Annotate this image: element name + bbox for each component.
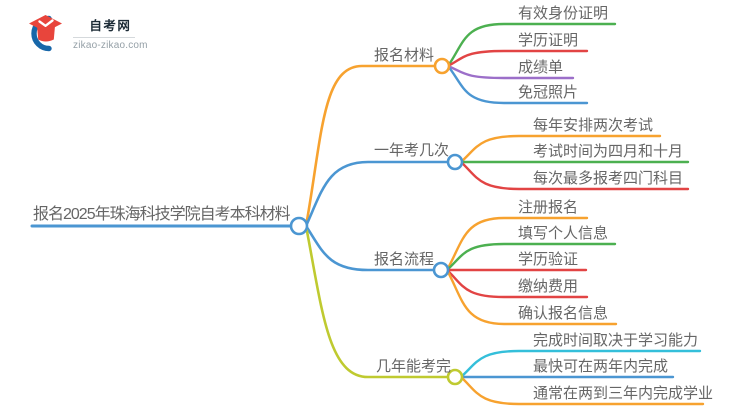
connector-line <box>446 64 575 80</box>
logo-divider <box>73 37 135 38</box>
node-expand-handle[interactable] <box>432 261 450 279</box>
node-expand-handle[interactable] <box>433 57 451 75</box>
connector-line <box>459 349 702 379</box>
child-node[interactable]: 考试时间为四月和十月 <box>533 143 684 160</box>
connector-line <box>304 224 436 272</box>
child-node[interactable]: 确认报名信息 <box>518 305 609 322</box>
child-node[interactable]: 免冠照片 <box>518 84 579 101</box>
child-node[interactable]: 学历证明 <box>518 32 579 49</box>
child-node[interactable]: 完成时间取决于学习能力 <box>533 332 699 349</box>
branch-node[interactable]: 报名流程 <box>374 251 435 268</box>
child-node[interactable]: 学历验证 <box>518 251 579 268</box>
connector-line <box>445 242 617 272</box>
connector-line <box>446 64 589 105</box>
connector-line <box>445 268 618 326</box>
connector-line <box>445 216 589 272</box>
graduation-cap-icon <box>29 15 62 52</box>
root-node[interactable]: 报名2025年珠海科技学院自考本科材料 <box>33 206 291 223</box>
connector-line <box>304 64 437 228</box>
site-logo[interactable]: 自考网 zikao-zikao.com <box>28 12 148 54</box>
child-node[interactable]: 每年安排两次考试 <box>533 117 654 134</box>
node-expand-handle[interactable] <box>446 153 464 171</box>
node-expand-handle[interactable] <box>289 216 309 236</box>
logo-site-name: 自考网 <box>89 19 132 33</box>
connector-line <box>304 224 450 379</box>
branch-node[interactable]: 一年考几次 <box>374 142 450 159</box>
child-node[interactable]: 通常在两到三年内完成学业 <box>533 385 714 402</box>
connector-line <box>459 160 690 191</box>
branch-node[interactable]: 几年能考完 <box>376 358 452 375</box>
child-node[interactable]: 有效身份证明 <box>518 5 609 22</box>
child-node[interactable]: 注册报名 <box>518 199 579 216</box>
connector-line <box>445 268 589 299</box>
child-node[interactable]: 最快可在两年内完成 <box>533 358 669 375</box>
connector-line <box>459 375 705 406</box>
child-node[interactable]: 填写个人信息 <box>518 225 609 242</box>
connector-line <box>304 160 450 228</box>
connector-line <box>446 22 617 68</box>
connector-line <box>459 134 662 164</box>
connector-line <box>446 49 589 68</box>
logo-text-block: 自考网 zikao-zikao.com <box>73 15 148 51</box>
logo-site-url: zikao-zikao.com <box>73 40 148 51</box>
child-node[interactable]: 每次最多报考四门科目 <box>533 170 684 187</box>
branch-node[interactable]: 报名材料 <box>374 47 435 64</box>
child-node[interactable]: 成绩单 <box>518 59 564 76</box>
node-expand-handle[interactable] <box>446 368 464 386</box>
child-node[interactable]: 缴纳费用 <box>518 278 579 295</box>
